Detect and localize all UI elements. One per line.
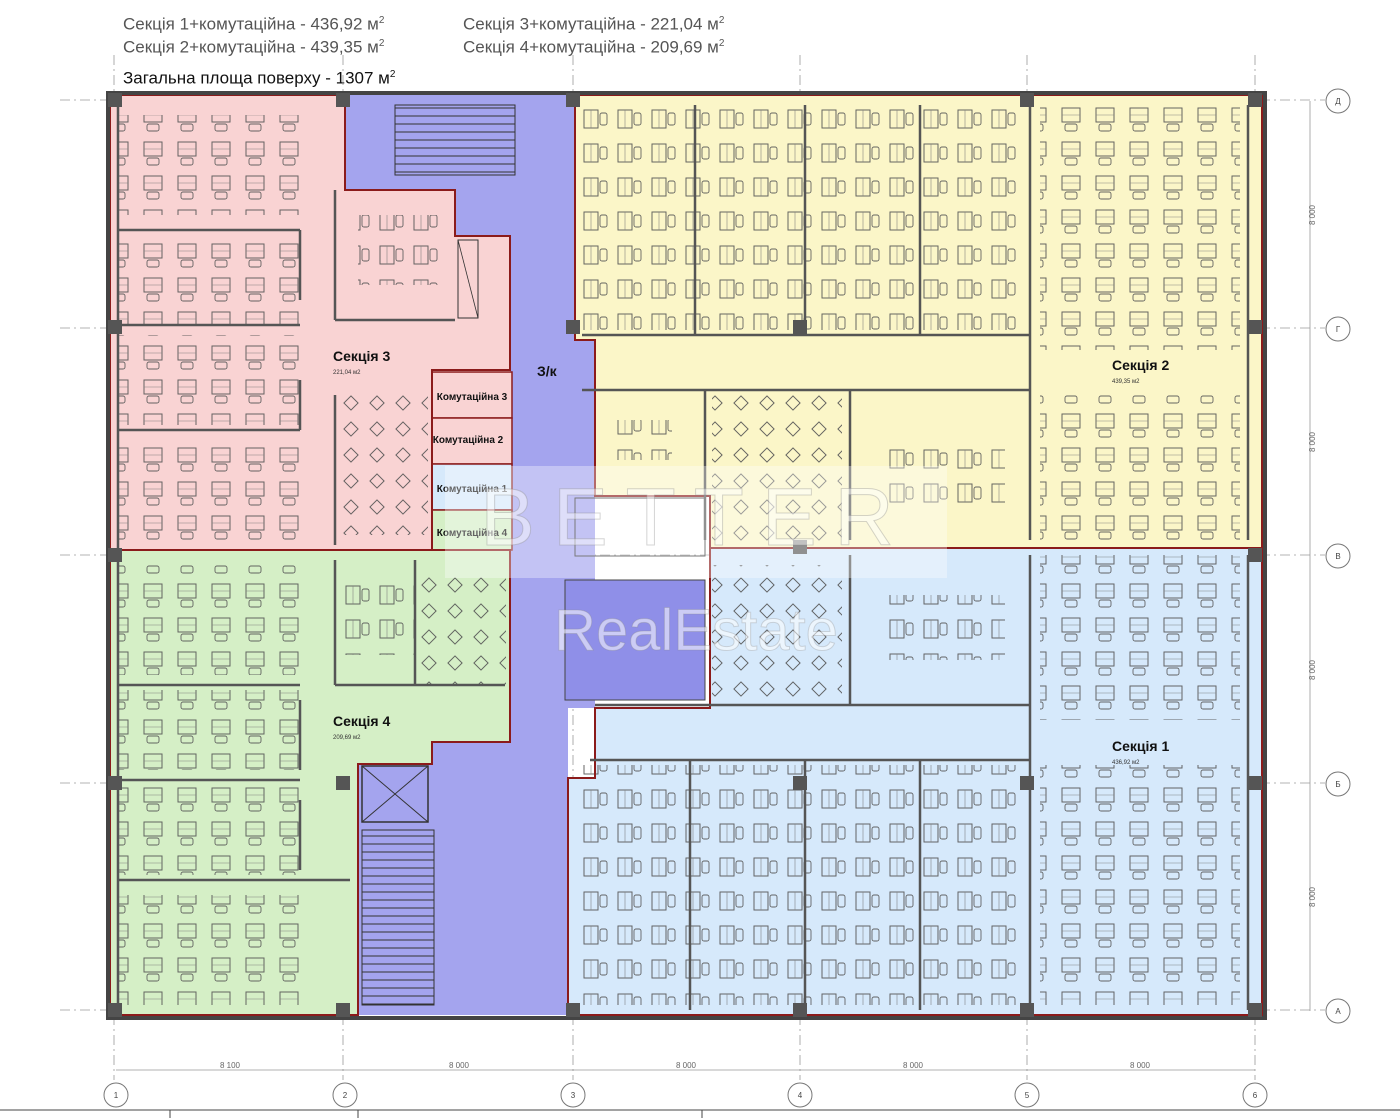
section-3-furniture <box>118 115 438 540</box>
core-details <box>361 104 706 1006</box>
legend-total-area: Загальна площа поверху - 1307 м2 <box>123 68 396 88</box>
tech-room-2 <box>431 417 513 465</box>
dim-span-1: 8 100 <box>220 1061 241 1070</box>
shaft-hatch <box>457 239 479 319</box>
interior-walls <box>116 105 1250 1010</box>
legend-section-3: Секція 3+комутаційна - 221,04 м2 <box>463 14 725 34</box>
tech-room-3-label: Комутаційна 3 <box>437 392 508 403</box>
legend-section-4: Секція 4+комутаційна - 209,69 м2 <box>463 37 725 57</box>
legend-section-2: Секція 2+комутаційна - 439,35 м2 <box>123 37 385 57</box>
tech-room-1-label: Комутаційна 1 <box>437 484 508 495</box>
dimension-lines <box>116 101 1311 1071</box>
dim-row-span-2: 8 000 <box>1308 431 1317 452</box>
axis-row-v: В <box>1335 552 1340 561</box>
wc-block <box>564 579 706 701</box>
column-axis-markers <box>103 1082 1268 1108</box>
section-3-area: 221,04 м2 <box>333 370 361 376</box>
section-1-area: 436,92 м2 <box>1112 760 1140 766</box>
dim-row-span-4: 8 000 <box>1308 886 1317 907</box>
axis-col-6: 6 <box>1253 1091 1258 1100</box>
section-2-furniture <box>582 105 1240 545</box>
tech-room-2-label: Комутаційна 2 <box>433 435 504 446</box>
row-axis-markers <box>1325 88 1351 1024</box>
elevator-shaft <box>361 765 429 823</box>
section-1-label: Секція 1 <box>1112 738 1169 754</box>
dim-row-span-1: 8 000 <box>1308 204 1317 225</box>
stair-north <box>394 104 516 176</box>
axis-row-d: Д <box>1335 97 1341 106</box>
tech-room-1 <box>431 463 513 511</box>
section-4-area: 209,69 м2 <box>333 735 361 741</box>
tech-rooms <box>431 371 513 551</box>
dim-span-3: 8 000 <box>676 1061 697 1070</box>
footer-table <box>0 1109 1400 1118</box>
axis-row-g: Г <box>1336 325 1341 334</box>
section-4-furniture <box>118 565 506 1005</box>
section-2-label: Секція 2 <box>1112 357 1169 373</box>
section-1-furniture <box>575 555 1240 1005</box>
dim-span-4: 8 000 <box>903 1061 924 1070</box>
legend-section-1: Секція 1+комутаційна - 436,92 м2 <box>123 14 385 34</box>
axis-col-4: 4 <box>798 1091 803 1100</box>
watermark-sub: RealEstate <box>554 598 838 663</box>
watermark-box <box>445 466 947 578</box>
dim-span-5: 8 000 <box>1130 1061 1151 1070</box>
axis-col-3: 3 <box>571 1091 576 1100</box>
watermark-brand: BETTER <box>480 472 911 563</box>
structural-columns <box>108 93 1262 1017</box>
axis-row-a: А <box>1335 1007 1341 1016</box>
tech-room-4 <box>431 509 513 551</box>
watermark: BETTER RealEstate <box>445 466 947 664</box>
core-label: З/к <box>537 363 558 379</box>
section-4-label: Секція 4 <box>333 713 390 729</box>
axis-col-2: 2 <box>343 1091 348 1100</box>
stair-south <box>361 829 435 1006</box>
section-borders <box>109 94 1263 1016</box>
section-3-label: Секція 3 <box>333 348 390 364</box>
axis-col-5: 5 <box>1025 1091 1030 1100</box>
axis-col-1: 1 <box>114 1091 119 1100</box>
tech-room-3 <box>431 371 513 419</box>
dim-row-span-3: 8 000 <box>1308 659 1317 680</box>
section-2-area: 439,35 м2 <box>1112 379 1140 385</box>
axis-row-b: Б <box>1335 780 1340 789</box>
core-zone <box>345 95 595 1015</box>
core-fill <box>345 95 595 1015</box>
dim-span-2: 8 000 <box>449 1061 470 1070</box>
tech-room-4-label: Комутаційна 4 <box>437 528 508 539</box>
